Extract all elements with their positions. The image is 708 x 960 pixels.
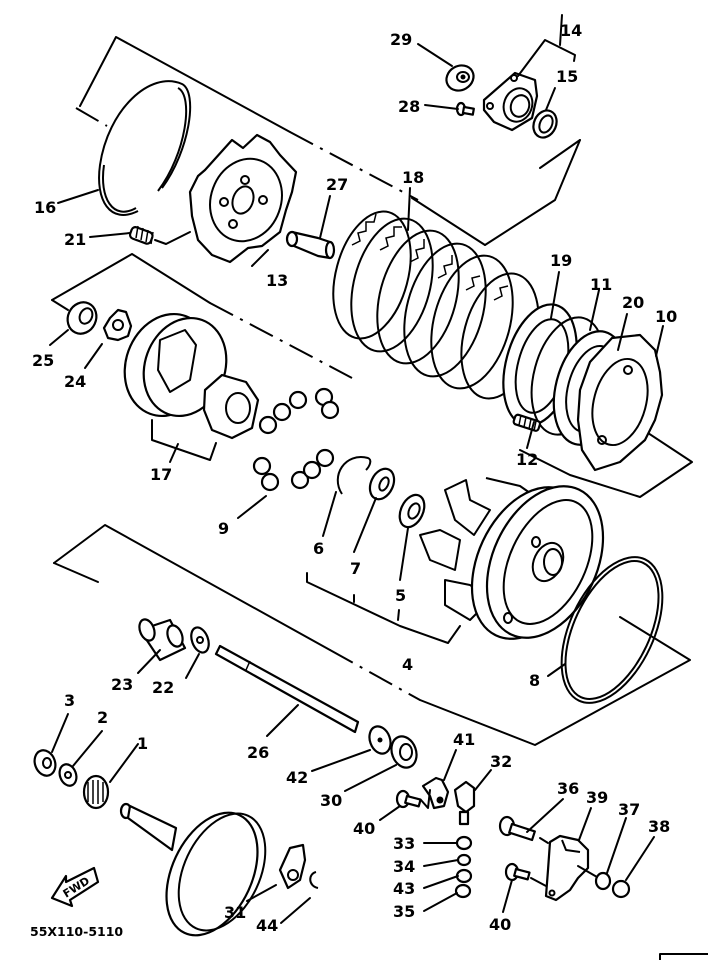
callout-3: 3 [64, 691, 75, 710]
part-3-nut [33, 749, 57, 777]
callout-6: 6 [313, 539, 324, 558]
callout-33: 33 [393, 834, 415, 853]
part-2-washer [58, 763, 78, 787]
callout-37: 37 [618, 800, 640, 819]
callout-23: 23 [111, 675, 133, 694]
callout-10: 10 [655, 307, 677, 326]
part-36-bolt [498, 815, 549, 844]
callout-41: 41 [453, 730, 475, 749]
part-23-push-piece [138, 618, 187, 662]
part-15-oil-seal [532, 109, 558, 139]
callout-39: 39 [586, 788, 608, 807]
part-38-nut [611, 879, 631, 899]
callout-8: 8 [529, 671, 540, 690]
part-33-washer [455, 835, 473, 851]
part-8-o-ring [560, 556, 664, 704]
callout-40-lower: 40 [489, 915, 511, 934]
callout-21: 21 [64, 230, 86, 249]
callout-20: 20 [622, 293, 644, 312]
part-5-bearing [398, 493, 426, 529]
part-6-circlip [336, 456, 372, 495]
assembly-plane-middle [51, 253, 693, 498]
callout-16: 16 [34, 198, 56, 217]
callout-29: 29 [390, 30, 412, 49]
part-21-spring [128, 225, 154, 245]
part-4-clutch-housing [419, 477, 605, 640]
part-40-bolt-a [395, 789, 422, 809]
callout-12: 12 [516, 450, 538, 469]
callout-18: 18 [402, 168, 424, 187]
assembly-plane-top [75, 36, 581, 246]
part-37-washer [577, 865, 612, 891]
part-28-screw [455, 101, 475, 117]
callout-32: 32 [490, 752, 512, 771]
callout-24: 24 [64, 372, 86, 391]
part-44-circlip [309, 871, 319, 889]
part-39-bracket [544, 834, 590, 902]
callout-7: 7 [350, 559, 361, 578]
callout-43: 43 [393, 879, 415, 898]
callout-26: 26 [247, 743, 269, 762]
callout-28: 28 [398, 97, 420, 116]
part-34-washer [456, 853, 472, 867]
callout-36: 36 [557, 779, 579, 798]
part-14-bearing-housing [482, 71, 539, 132]
part-24-lock-washer [102, 308, 133, 342]
callout-labels: 29 14 15 28 16 21 13 27 18 19 11 20 10 1… [32, 21, 677, 935]
callout-38: 38 [648, 817, 670, 836]
callout-13: 13 [266, 271, 288, 290]
part-43-washer [455, 868, 473, 884]
part-32-lever [453, 780, 476, 826]
part-9-balls [252, 387, 340, 492]
part-31-plate [278, 843, 307, 890]
part-17-clutch-boss [123, 312, 260, 461]
callout-1: 1 [137, 734, 148, 753]
callout-27: 27 [326, 175, 348, 194]
leader-lines [49, 14, 664, 924]
part-29-bearing [445, 64, 475, 92]
part-1-pinion-gear [82, 774, 110, 810]
part-41-lever [420, 776, 450, 810]
part-22-washer [190, 626, 210, 654]
callout-5: 5 [395, 586, 406, 605]
callout-44: 44 [256, 916, 278, 935]
callout-17: 17 [150, 465, 172, 484]
callout-25: 25 [32, 351, 54, 370]
part-30-oil-seal [390, 735, 418, 769]
part-27-push-rod [285, 230, 336, 260]
callout-15: 15 [556, 67, 578, 86]
callout-35: 35 [393, 902, 415, 921]
part-35-nut [454, 883, 472, 899]
page-corner-box [659, 953, 708, 960]
callout-31: 31 [224, 903, 246, 922]
part-primary-shaft [119, 802, 267, 937]
callout-34: 34 [393, 857, 415, 876]
callout-30: 30 [320, 791, 342, 810]
part-13-pressure-plate [188, 133, 298, 264]
part-16-circlip-ring [98, 80, 192, 216]
part-25-nut [66, 301, 98, 335]
callout-40-upper: 40 [353, 819, 375, 838]
callout-19: 19 [550, 251, 572, 270]
callout-11: 11 [590, 275, 612, 294]
callout-9: 9 [218, 519, 229, 538]
fwd-direction-arrow: FWD [50, 866, 100, 908]
callout-2: 2 [97, 708, 108, 727]
callout-14: 14 [560, 21, 582, 40]
callout-4: 4 [402, 655, 413, 674]
callout-22: 22 [152, 678, 174, 697]
part-7-thrust-plate [368, 467, 396, 501]
drawing-code: 55X110-5110 [30, 924, 123, 939]
part-42-washer [368, 725, 392, 755]
part-26-push-rod [214, 644, 360, 734]
callout-42: 42 [286, 768, 308, 787]
